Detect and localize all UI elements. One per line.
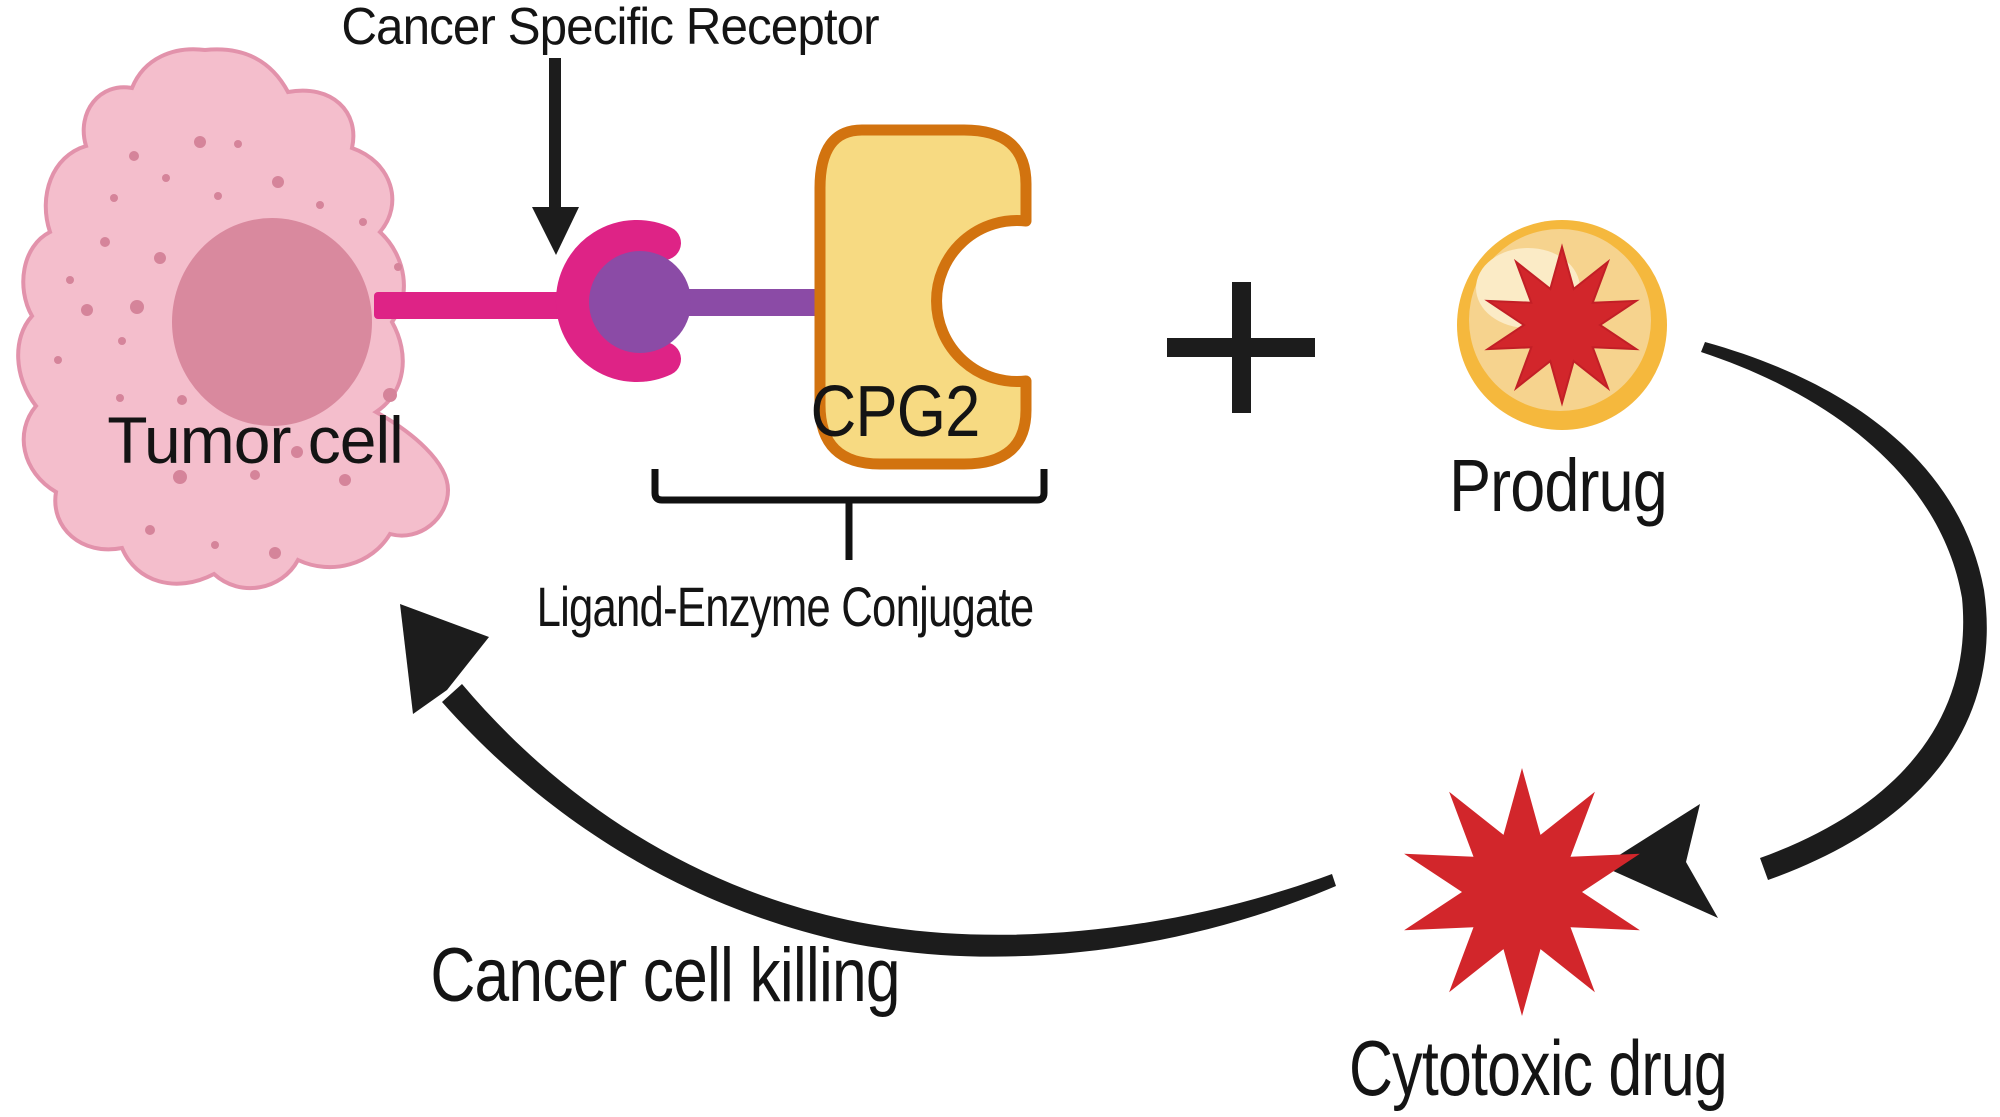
tumor-cell-label: Tumor cell	[107, 403, 404, 477]
conversion-arrow	[1602, 342, 1987, 918]
cell-nucleus	[172, 218, 372, 426]
receptor-stem	[374, 292, 584, 319]
ligand-circle	[589, 251, 691, 353]
conjugate-bracket	[651, 469, 1048, 560]
cell-granule-dots	[54, 136, 402, 559]
cpg2-label: CPG2	[810, 372, 980, 452]
cpg2-enzyme-shape	[814, 124, 1032, 470]
prodrug-label: Prodrug	[1449, 444, 1668, 527]
pointer-arrow-stem	[549, 58, 561, 213]
prodrug-star	[1484, 243, 1640, 407]
ligand-enzyme-linker	[670, 289, 830, 316]
killing-arrow-head	[400, 604, 489, 714]
killing-arrow	[400, 604, 1336, 957]
receptor-ligand-assembly	[374, 220, 830, 382]
conversion-arrow-head	[1602, 804, 1718, 918]
plus-icon	[1167, 282, 1315, 413]
pointer-arrow-head	[532, 207, 579, 255]
cancer-specific-receptor-icon	[556, 220, 681, 382]
killing-arrow-shaft	[442, 684, 1336, 957]
cancer-cell-killing-label: Cancer cell killing	[430, 933, 900, 1018]
conversion-arrow-shaft	[1701, 342, 1987, 880]
prodrug-icon	[1457, 220, 1667, 430]
tumor-cell-group	[16, 47, 451, 590]
cancer-specific-receptor-label: Cancer Specific Receptor	[341, 0, 879, 56]
ligand-enzyme-conjugate-label: Ligand-Enzyme Conjugate	[536, 575, 1035, 638]
cytotoxic-drug-label: Cytotoxic drug	[1349, 1024, 1728, 1112]
cytotoxic-drug-icon	[1404, 768, 1640, 1016]
receptor-pointer-arrow	[532, 58, 579, 255]
